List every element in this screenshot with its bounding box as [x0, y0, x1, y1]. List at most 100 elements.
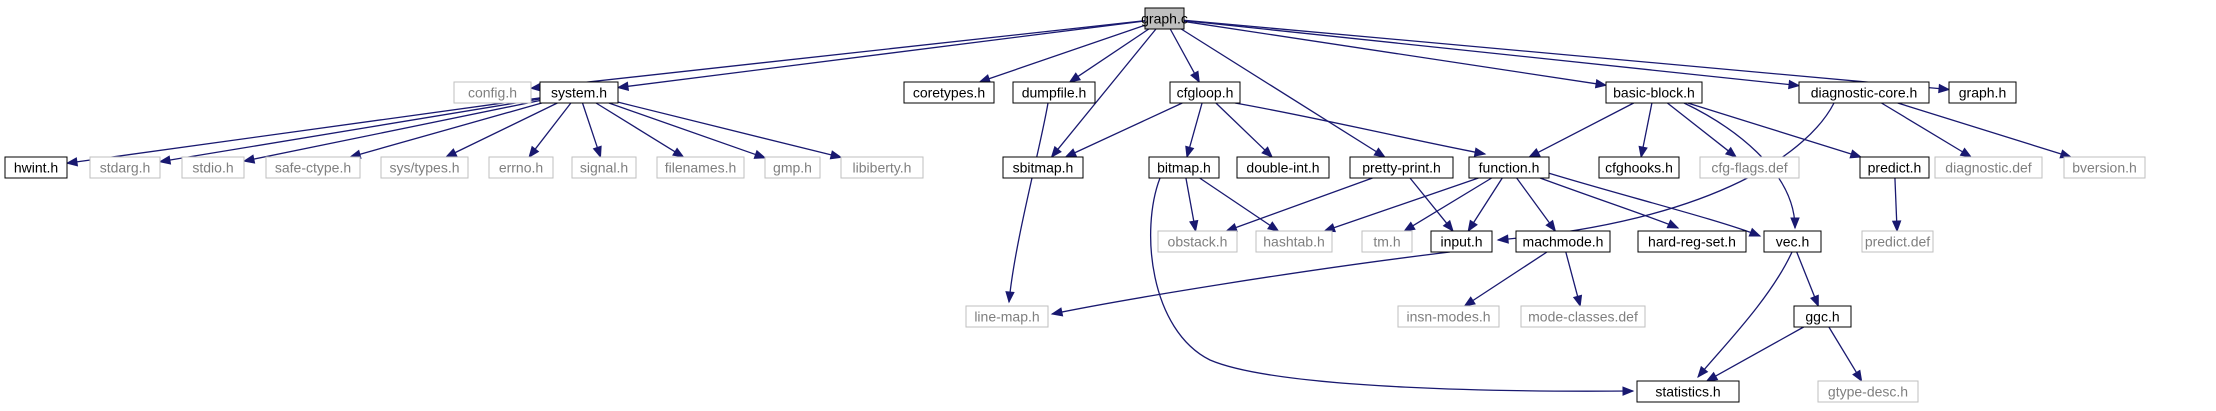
node-box: [1793, 305, 1852, 328]
node-sbitmap-h[interactable]: sbitmap.h: [1002, 156, 1084, 179]
node-label: predict.def: [1865, 234, 1930, 250]
node-box: [1515, 230, 1611, 253]
edge-graph_c-to-graph_h: [1183, 19, 1951, 94]
edge-pretty_print_h-to-obstack_h: [1225, 177, 1373, 232]
edge-system_h-to-libiberty_h: [617, 101, 843, 160]
node-machmode-h[interactable]: machmode.h: [1515, 230, 1611, 253]
node-bitmap-h[interactable]: bitmap.h: [1148, 156, 1220, 179]
node-hard-reg-set-h[interactable]: hard-reg-set.h: [1637, 230, 1747, 253]
edge-function_h-to-hard_reg_set_h: [1539, 177, 1680, 229]
node-box: [89, 156, 161, 179]
node-label: ggc.h: [1805, 309, 1839, 325]
node-predict-h[interactable]: predict.h: [1859, 156, 1930, 179]
node-box: [488, 156, 554, 179]
node-graph-c[interactable]: graph.c: [1141, 7, 1188, 30]
edge-basic_block_h-to-cfghooks_h: [1638, 102, 1653, 159]
node-obstack-h: obstack.h: [1157, 230, 1238, 253]
node-filenames-h: filenames.h: [656, 156, 745, 179]
node-box: [1397, 305, 1500, 328]
node-hwint-h[interactable]: hwint.h: [4, 156, 68, 179]
node-insn-modes-h: insn-modes.h: [1397, 305, 1500, 328]
node-box: [4, 156, 68, 179]
node-cfg-flags-def: cfg-flags.def: [1699, 156, 1800, 179]
node-label: graph.h: [1959, 85, 2006, 101]
node-stdio-h: stdio.h: [181, 156, 245, 179]
node-label: double-int.h: [1246, 160, 1319, 176]
edge-predict_h-to-predict_def: [1891, 177, 1902, 233]
node-cfghooks-h[interactable]: cfghooks.h: [1598, 156, 1680, 179]
edge-bitmap_h-to-statistics_h: [1150, 177, 1635, 396]
edge-diagnostic_core_h-to-diagnostic_def: [1881, 102, 1973, 158]
node-label: sys/types.h: [389, 160, 459, 176]
node-libiberty-h: libiberty.h: [840, 156, 924, 179]
node-label: bitmap.h: [1157, 160, 1211, 176]
node-label: diagnostic.def: [1945, 160, 2032, 176]
node-diagnostic-def: diagnostic.def: [1934, 156, 2043, 179]
node-graph-h[interactable]: graph.h: [1948, 81, 2017, 104]
node-box: [265, 156, 361, 179]
node-label: stdarg.h: [100, 160, 151, 176]
edge-system_h-to-signal_h: [581, 102, 602, 159]
node-stdarg-h: stdarg.h: [89, 156, 161, 179]
node-pretty-print-h[interactable]: pretty-print.h: [1349, 156, 1454, 179]
node-label: libiberty.h: [853, 160, 912, 176]
node-label: cfghooks.h: [1605, 160, 1673, 176]
node-box: [1948, 81, 2017, 104]
node-diagnostic-core-h[interactable]: diagnostic-core.h: [1798, 81, 1930, 104]
node-label: system.h: [551, 85, 607, 101]
node-label: cfgloop.h: [1177, 85, 1234, 101]
node-coretypes-h[interactable]: coretypes.h: [903, 81, 995, 104]
edge-dumpfile_h-to-line_map_h: [1005, 102, 1049, 304]
node-ggc-h[interactable]: ggc.h: [1793, 305, 1852, 328]
node-label: filenames.h: [665, 160, 737, 176]
node-dumpfile-h[interactable]: dumpfile.h: [1012, 81, 1096, 104]
node-system-h[interactable]: system.h: [539, 81, 619, 104]
node-label: function.h: [1479, 160, 1540, 176]
edge-cfgloop_h-to-function_h: [1234, 102, 1487, 157]
node-cfgloop-h[interactable]: cfgloop.h: [1169, 81, 1241, 104]
node-sys-types-h: sys/types.h: [380, 156, 469, 179]
node-double-int-h[interactable]: double-int.h: [1236, 156, 1330, 179]
edges-layer: [65, 19, 2073, 396]
edge-function_h-to-vec_h: [1544, 171, 1762, 237]
node-label: gtype-desc.h: [1828, 384, 1908, 400]
node-label: safe-ctype.h: [275, 160, 351, 176]
node-label: hwint.h: [14, 160, 58, 176]
node-label: sbitmap.h: [1013, 160, 1074, 176]
node-box: [1157, 230, 1238, 253]
edge-basic_block_h-to-function_h: [1528, 102, 1634, 158]
edge-machmode_h-to-insn_modes_h: [1463, 251, 1548, 307]
edge-system_h-to-safe_ctype_h: [348, 102, 542, 159]
edge-pretty_print_h-to-input_h: [1409, 177, 1454, 233]
node-box: [1637, 230, 1747, 253]
edge-system_h-to-gmp_h: [608, 102, 767, 159]
node-label: input.h: [1440, 234, 1482, 250]
edge-function_h-to-tm_h: [1403, 177, 1493, 232]
edge-basic_block_h-to-vec_h: [1683, 102, 1800, 230]
edge-machmode_h-to-mode_classes_def: [1565, 251, 1583, 308]
node-box: [1255, 230, 1333, 253]
edge-cfgloop_h-to-bitmap_h: [1185, 102, 1203, 159]
node-line-map-h: line-map.h: [965, 305, 1049, 328]
node-basic-block-h[interactable]: basic-block.h: [1605, 81, 1703, 104]
node-bversion-h: bversion.h: [2063, 156, 2146, 179]
edge-function_h-to-input_h: [1467, 177, 1503, 233]
node-label: machmode.h: [1523, 234, 1604, 250]
node-function-h[interactable]: function.h: [1468, 156, 1550, 179]
node-box: [1817, 380, 1919, 403]
node-box: [1699, 156, 1800, 179]
node-box: [1798, 81, 1930, 104]
node-label: coretypes.h: [913, 85, 985, 101]
node-tm-h: tm.h: [1361, 230, 1413, 253]
edge-cfgloop_h-to-double_int_h: [1215, 102, 1274, 158]
node-vec-h[interactable]: vec.h: [1763, 230, 1822, 253]
node-box: [453, 81, 532, 104]
edge-cfgloop_h-to-sbitmap_h: [1064, 102, 1183, 158]
edge-vec_h-to-ggc_h: [1796, 251, 1819, 308]
edge-function_h-to-machmode_h: [1516, 177, 1557, 233]
node-label: line-map.h: [974, 309, 1039, 325]
node-label: signal.h: [580, 160, 628, 176]
node-label: config.h: [468, 85, 517, 101]
node-statistics-h[interactable]: statistics.h: [1636, 380, 1740, 403]
node-input-h[interactable]: input.h: [1430, 230, 1493, 253]
